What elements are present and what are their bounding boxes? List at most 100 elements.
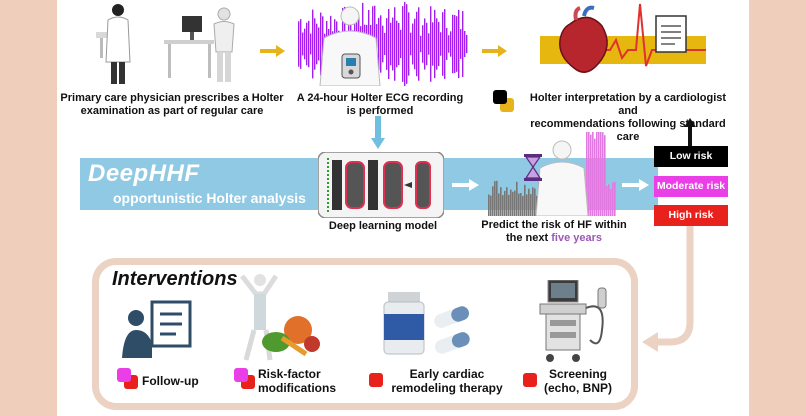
ecg-bar [302,32,304,56]
ecg-bar [460,29,462,59]
prediction-bar [598,132,600,216]
ecg-bar [320,12,322,76]
prediction-bar [604,135,606,216]
hourglass-icon [524,154,542,181]
prediction-bar [522,195,524,216]
ecg-bar [396,20,398,68]
ecg-bar [422,25,424,63]
ecg-bar [312,9,314,79]
ecg-bar [466,34,468,54]
prediction-bar [596,132,598,216]
ecg-bar [446,28,448,60]
ecg-bar [448,35,450,53]
ecg-bar [314,18,316,70]
prediction-bar [592,132,594,216]
prediction-bar [532,187,534,216]
prediction-bar [530,194,532,216]
prediction-bar [610,188,612,216]
ecg-bar [420,35,422,53]
prediction-bar [600,132,602,216]
ecg-bar [456,16,458,72]
physician-caption: Primary care physician prescribes a Holt… [56,92,288,118]
ecg-bar [402,6,404,82]
ecg-bar [454,15,456,73]
arrow-right-3 [452,179,479,191]
prediction-bar [494,181,496,216]
ecg-bar [298,21,300,67]
prediction-bar [518,193,520,216]
heart-report-illustration [540,3,706,73]
prediction-bar [516,181,518,216]
ecg-bar [430,6,432,82]
risk-moderate: Moderate risk [654,176,728,197]
prediction-bar [608,184,610,216]
interventions-title: Interventions [112,268,238,290]
risk-high: High risk [654,205,728,226]
arrow-right-2 [482,45,507,57]
prediction-bar [590,134,592,216]
intervention-screening-line1: Screening [548,367,608,381]
predict-caption-highlight: five years [551,232,602,244]
prediction-bar [606,186,608,216]
ecg-bar [300,19,302,69]
prediction-bar [528,188,530,216]
neural-network-illustration [318,152,444,218]
ecg-bar [400,29,402,59]
ecg-bar [424,18,426,70]
ecg-bar [450,31,452,57]
ecg-bar [412,23,414,65]
arrow-right-4 [622,179,649,191]
prediction-bar [490,195,492,216]
ecg-bar [440,32,442,56]
interventions-connector-arrow [642,226,694,352]
ecg-bar [414,18,416,70]
prediction-bar [498,193,500,216]
ecg-bar [444,9,446,79]
prediction-bar [614,181,616,216]
prediction-bar [488,194,490,216]
standard-care-squares-icon [493,90,514,112]
physician-caption-line1: Primary care physician prescribes a Holt… [60,92,284,104]
interpretation-caption-line2: recommendations following standard care [530,118,726,143]
ecg-bar [428,33,430,55]
ecg-bar [318,27,320,61]
deephhf-subtitle: opportunistic Holter analysis [113,190,306,206]
intervention-screening-line2: (echo, BNP) [543,381,612,395]
ecg-bar [316,23,318,65]
risk-prediction-illustration [488,132,616,216]
follow-up-squares-icon [117,368,138,389]
prediction-bar [534,188,536,216]
ecg-bar [458,9,460,79]
ecg-bar [442,12,444,76]
intervention-risk-factor: Risk-factor modifications [258,367,350,395]
intervention-screening: Screening (echo, BNP) [538,367,618,395]
prediction-bar [526,194,528,216]
ecg-bar [304,28,306,60]
ecg-bar [416,11,418,77]
prediction-bar [496,180,498,216]
arrow-right-1 [260,45,285,57]
screening-square-icon [523,373,537,387]
ecg-bar [426,22,428,66]
prediction-bar [586,132,588,216]
model-label: Deep learning model [328,220,438,232]
prediction-bar [524,184,526,216]
intervention-early-therapy-line2: remodeling therapy [391,381,503,395]
prediction-bar [602,132,604,216]
ecg-bar [306,22,308,66]
ecg-bar [432,22,434,66]
risk-factor-squares-icon [234,368,255,389]
interpretation-caption: Holter interpretation by a cardiologist … [520,92,736,144]
prediction-bar [500,187,502,216]
ecg-bar [394,7,396,81]
ecg-bar [380,15,382,73]
predict-caption-line2: the next five years [470,232,638,245]
ecg-bar [388,8,390,80]
risk-low: Low risk [654,146,728,167]
physician-caption-line2: examination as part of regular care [80,105,264,117]
prediction-bar [492,186,494,216]
ecg-bar [390,22,392,66]
prediction-bar [504,190,506,216]
predict-caption: Predict the risk of HF within the next f… [470,219,638,245]
deephhf-title: DeepHHF [88,160,200,187]
